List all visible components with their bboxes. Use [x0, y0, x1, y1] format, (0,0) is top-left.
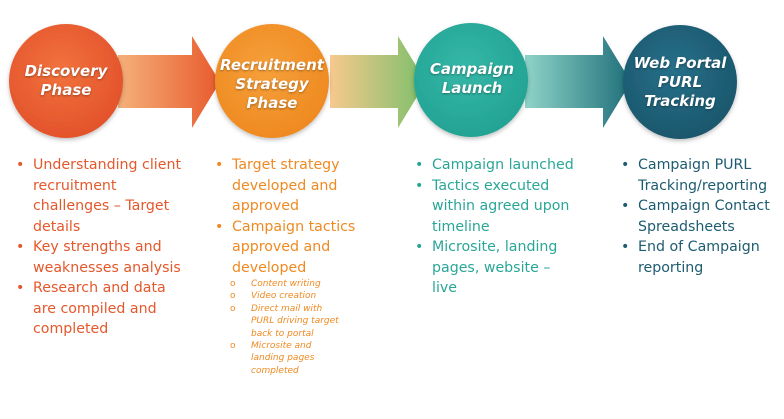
launch-bullets: Campaign launched Tactics executed withi… — [411, 155, 579, 299]
sub-list-item: Content writing — [230, 278, 340, 291]
list-item: Microsite, landing pages, website – live — [411, 237, 579, 299]
sub-list-item: Microsite and landing pages completed — [230, 340, 340, 377]
discovery-phase-circle — [9, 24, 123, 138]
tracking-bullets: Campaign PURL Tracking/reporting Campaig… — [617, 155, 777, 278]
list-item: Target strategy developed and approved — [211, 155, 371, 217]
recruitment-strategy-title: Recruitment Strategy Phase — [220, 55, 324, 112]
strategy-sub-bullets: Content writing Video creation Direct ma… — [230, 278, 340, 377]
web-portal-tracking-title: Web Portal PURL Tracking — [633, 53, 727, 110]
list-item: Campaign tactics approved and developed — [211, 217, 371, 279]
sub-list-item: Direct mail with PURL driving target bac… — [230, 303, 340, 340]
list-item: Campaign launched — [411, 155, 579, 176]
discovery-phase-title: Discovery Phase — [24, 62, 108, 99]
arrow-launch-to-tracking — [525, 36, 631, 128]
web-portal-tracking-circle — [623, 25, 737, 139]
phase-flow-graphic — [9, 23, 737, 139]
list-item: Understanding client recruitment challen… — [12, 155, 187, 237]
arrow-strategy-to-launch — [330, 36, 426, 128]
list-item-text: Campaign tactics approved and developed — [232, 218, 356, 276]
campaign-launch-circle — [414, 23, 528, 137]
sub-list-item: Video creation — [230, 290, 340, 303]
list-item: Tactics executed within agreed upon time… — [411, 176, 579, 238]
list-item: Key strengths and weaknesses analysis — [12, 237, 187, 278]
discovery-bullets: Understanding client recruitment challen… — [12, 155, 187, 340]
list-item: End of Campaign reporting — [617, 237, 777, 278]
list-item: Campaign Contact Spreadsheets — [617, 196, 777, 237]
list-item: Campaign PURL Tracking/reporting — [617, 155, 777, 196]
list-item: Research and data are compiled and compl… — [12, 278, 187, 340]
recruitment-strategy-circle — [215, 24, 329, 138]
strategy-bullets: Target strategy developed and approved C… — [211, 155, 371, 377]
campaign-launch-title: Campaign Launch — [429, 60, 515, 97]
arrow-discovery-to-strategy — [118, 36, 220, 128]
